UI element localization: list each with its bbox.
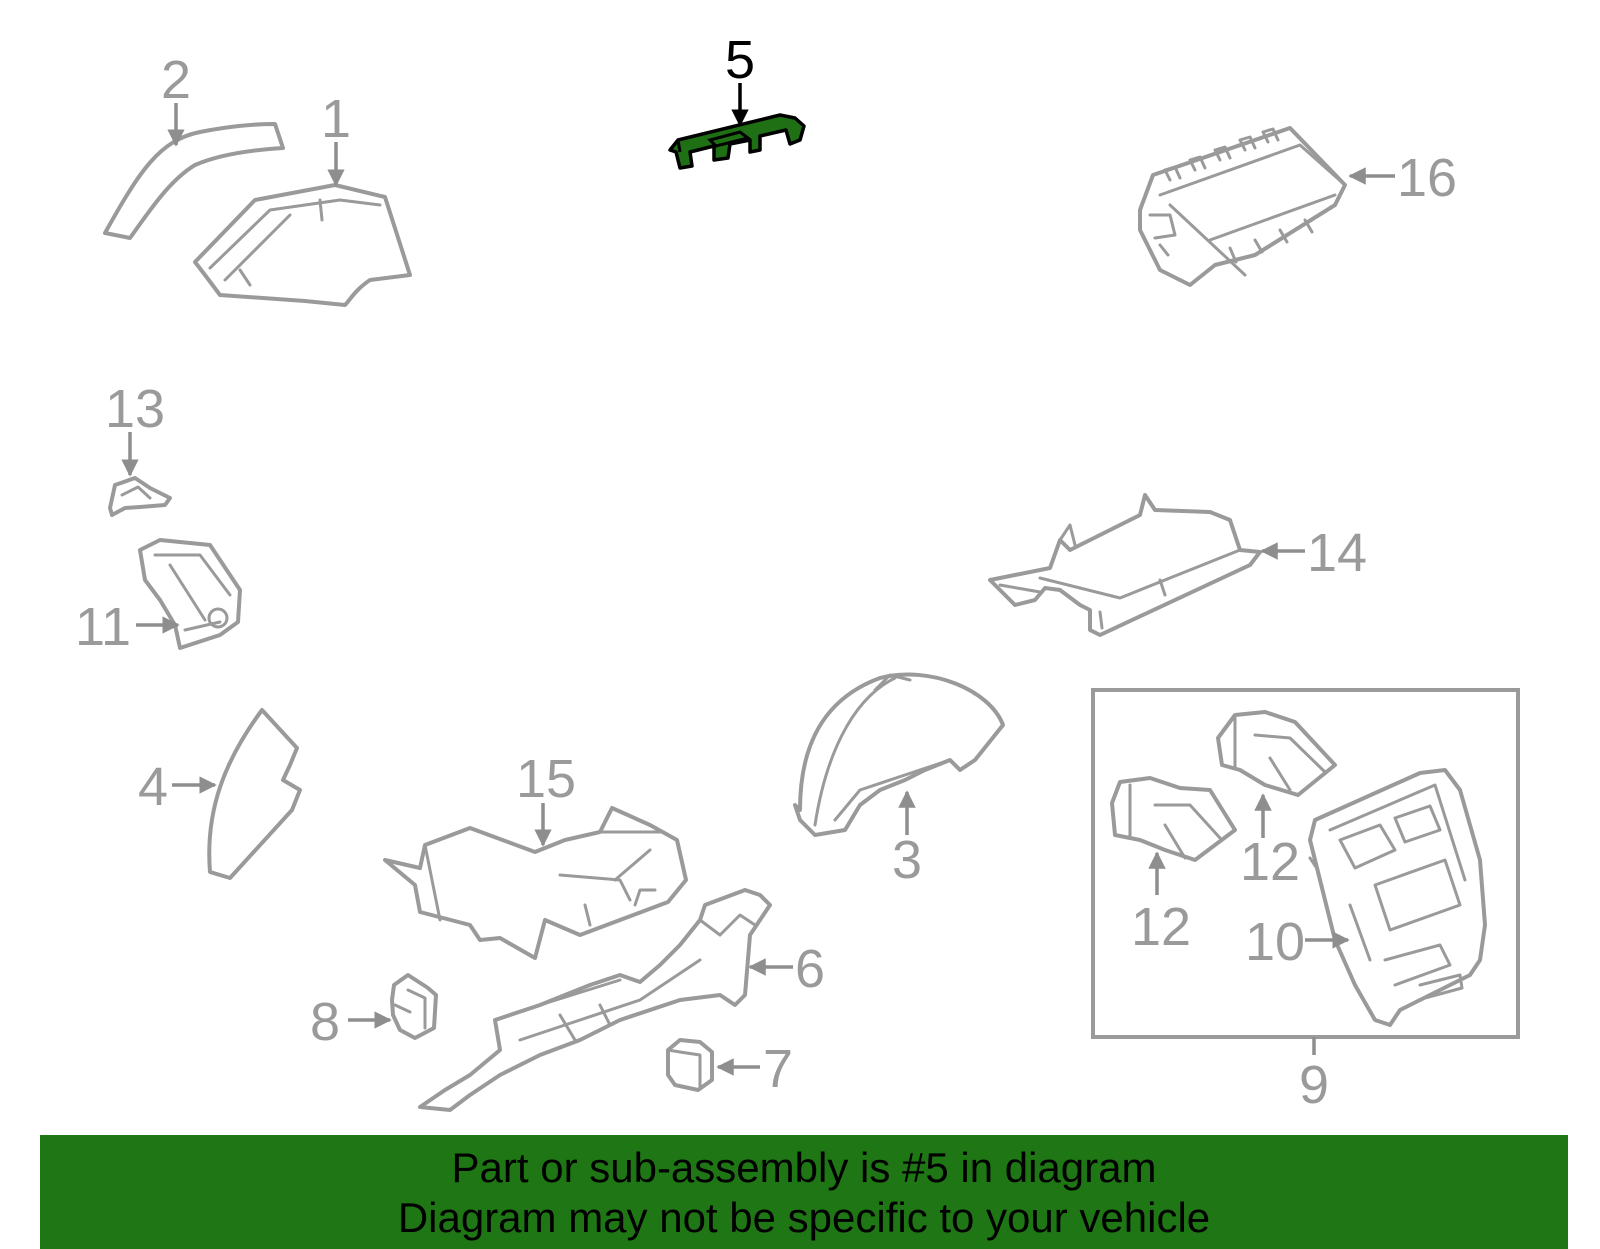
part-7-block[interactable]: [666, 1038, 714, 1092]
part-2-trim-strip[interactable]: [103, 122, 285, 240]
banner-part-line: Part or sub-assembly is #5 in diagram: [451, 1144, 1157, 1191]
part-3-shroud[interactable]: [793, 672, 1005, 837]
part-12-switch-lower[interactable]: [1110, 776, 1237, 862]
part-5-bracket-highlighted[interactable]: [668, 113, 806, 170]
callout-3: 3: [892, 830, 922, 890]
callout-2: 2: [161, 50, 191, 110]
callout-10: 10: [1245, 912, 1305, 972]
callout-1: 1: [321, 89, 351, 149]
callout-6: 6: [795, 939, 825, 999]
part-4-panel[interactable]: [207, 708, 302, 880]
leader-lines: [121, 83, 1395, 1076]
part-13-clip[interactable]: [108, 476, 172, 517]
callout-9: 9: [1299, 1055, 1329, 1115]
callout-4: 4: [138, 757, 168, 817]
banner-disclaimer-line: Diagram may not be specific to your vehi…: [397, 1194, 1211, 1241]
callout-14: 14: [1307, 523, 1367, 583]
part-9-assembly-box: [1091, 688, 1520, 1055]
callout-8: 8: [310, 992, 340, 1052]
part-16-control-module[interactable]: [1138, 126, 1347, 287]
callout-5: 5: [725, 30, 755, 90]
part-14-tray[interactable]: [988, 493, 1262, 637]
callout-labels: 2 1 5 16 13 11 14 4 15 3 12 12 10 6 8 7 …: [75, 30, 1457, 1115]
callout-12-upper: 12: [1240, 832, 1300, 892]
part-1-quarter-trim[interactable]: [193, 183, 412, 307]
callout-7: 7: [763, 1039, 793, 1099]
callout-16: 16: [1397, 148, 1457, 208]
callout-13: 13: [105, 379, 165, 439]
part-6-long-bracket[interactable]: [418, 888, 772, 1112]
part-12-switch-upper[interactable]: [1216, 710, 1337, 797]
part-10-bezel[interactable]: [1308, 768, 1487, 1027]
callout-12-lower: 12: [1131, 897, 1191, 957]
callout-15: 15: [516, 749, 576, 809]
part-15-lower-panel[interactable]: [383, 806, 688, 960]
info-banner: Part or sub-assembly is #5 in diagram Di…: [40, 1135, 1568, 1249]
part-8-clip[interactable]: [390, 973, 438, 1040]
part-11-bracket[interactable]: [138, 538, 242, 650]
callout-11: 11: [75, 597, 131, 657]
